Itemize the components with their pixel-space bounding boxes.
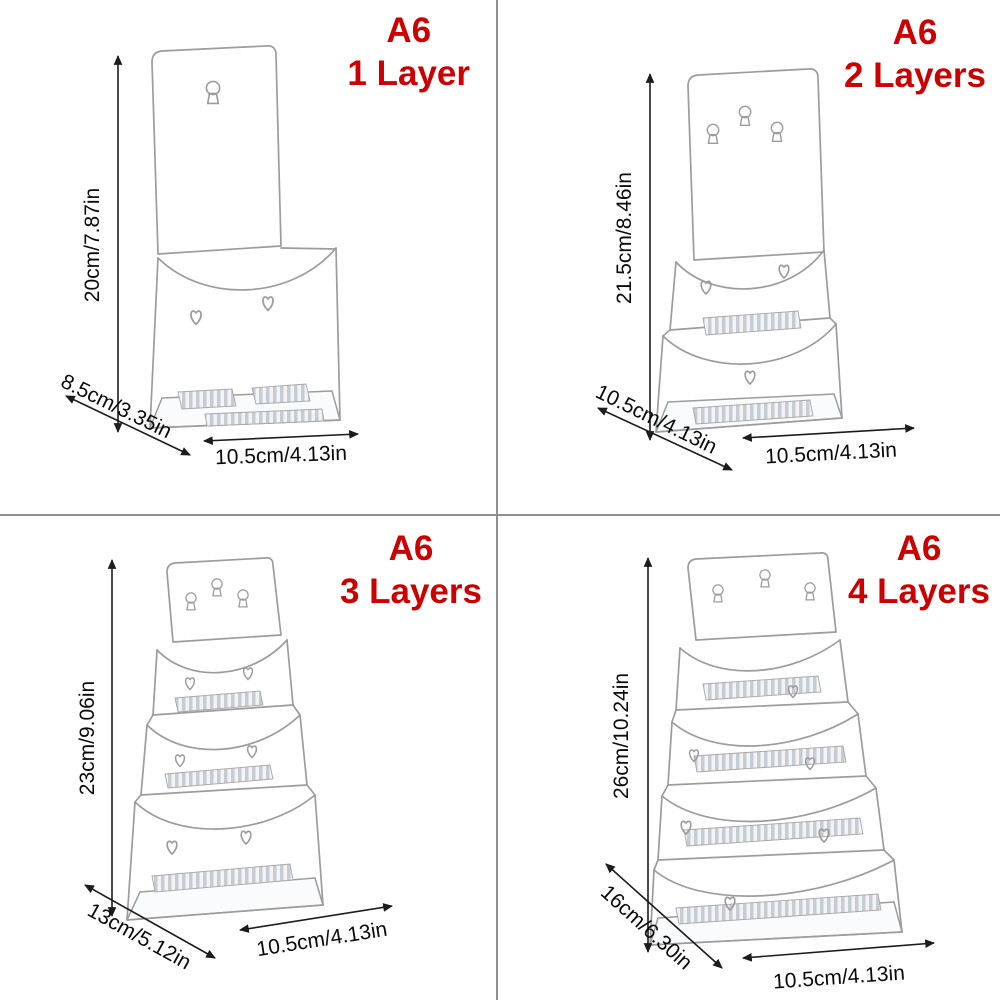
heart-cutout-icon <box>166 840 178 855</box>
heart-cutout-icon <box>184 677 196 691</box>
height-dimension-label: 23cm/9.06in <box>76 680 99 796</box>
panel-title: A6 2 Layers <box>844 12 986 97</box>
height-dimension-label: 20cm/7.87in <box>81 187 104 303</box>
hatch-strip <box>251 383 311 405</box>
keyhole-cutout-icon <box>759 569 771 588</box>
layers-label: 3 Layers <box>339 571 482 611</box>
holder-drawing-2-layers <box>597 68 916 471</box>
heart-cutout-icon <box>174 754 186 768</box>
panel-a6-1-layer: A6 1 Layer <box>0 0 498 516</box>
hatch-strip <box>693 745 847 773</box>
keyhole-cutout-icon <box>205 80 221 105</box>
panel-title: A6 3 Layers <box>340 528 482 613</box>
holder-drawing-3-layers <box>84 557 394 959</box>
dimension-arrows <box>597 72 916 471</box>
keyhole-cutout-icon <box>237 589 249 608</box>
heart-cutout-icon <box>240 830 252 845</box>
keyhole-cutout-icon <box>706 123 720 145</box>
heart-cutout-icon <box>190 310 202 326</box>
dimension-arrows <box>84 558 394 959</box>
holder-outline <box>126 557 324 921</box>
dimension-arrows <box>605 556 936 969</box>
keyhole-cutout-icon <box>738 105 752 127</box>
holder-outline <box>149 45 341 429</box>
holder-drawing-4-layers <box>605 552 936 969</box>
hatch-strip <box>177 388 237 410</box>
hatch-strip <box>683 817 864 847</box>
hatch-strip <box>164 764 274 789</box>
heart-cutout-icon <box>242 667 254 681</box>
panel-a6-3-layers: A6 3 Layers <box>0 516 498 1000</box>
heart-cutout-icon <box>778 264 790 279</box>
keyhole-cutout-icon <box>770 121 784 143</box>
layers-label: 1 Layer <box>347 53 470 93</box>
keyhole-cutout-icon <box>712 584 724 603</box>
height-dimension-label: 26cm/10.24in <box>610 672 633 800</box>
heart-cutout-icon <box>262 296 274 312</box>
holder-outline <box>655 68 843 433</box>
hatch-strip <box>702 310 802 336</box>
panel-title: A6 1 Layer <box>347 10 470 95</box>
heart-cutout-icon <box>744 370 756 385</box>
keyhole-cutout-icon <box>185 592 197 611</box>
holder-outline <box>649 552 903 946</box>
panel-a6-2-layers: A6 2 Layers <box>498 0 1000 516</box>
hatch-strip <box>204 408 325 427</box>
keyhole-cutout-icon <box>211 578 223 597</box>
dimension-arrows <box>65 54 360 456</box>
layers-label: 2 Layers <box>843 55 986 95</box>
hatch-strip <box>702 675 822 701</box>
hatch-strip <box>174 690 264 713</box>
size-label: A6 <box>892 13 938 52</box>
layers-label: 4 Layers <box>847 571 990 611</box>
panel-a6-4-layers: A6 4 Layers <box>498 516 1000 1000</box>
size-label: A6 <box>388 529 434 568</box>
panel-title: A6 4 Layers <box>848 528 990 613</box>
height-dimension-label: 21.5cm/8.46in <box>613 172 636 304</box>
size-label: A6 <box>896 529 942 568</box>
heart-cutout-icon <box>246 745 258 759</box>
holder-drawing-1-layer <box>65 45 360 456</box>
width-dimension-label: 10.5cm/4.13in <box>214 441 348 470</box>
keyhole-cutout-icon <box>804 582 816 601</box>
size-label: A6 <box>386 11 432 50</box>
